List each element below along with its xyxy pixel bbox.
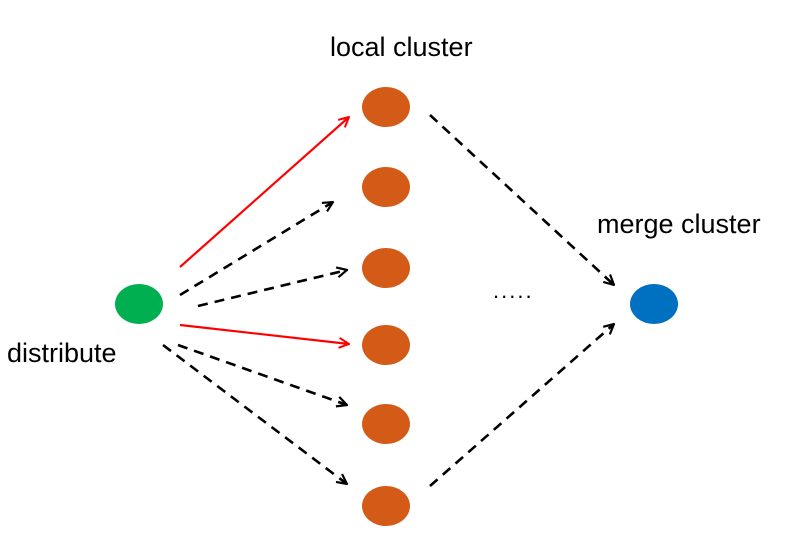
local-cluster-node-5 <box>362 404 410 444</box>
local-cluster-label: local cluster <box>330 32 473 62</box>
edge-local-1-merge <box>429 114 614 285</box>
ellipsis-indicator: ..... <box>493 278 534 303</box>
distribute-node <box>115 284 163 324</box>
merge-cluster-label: merge cluster <box>597 209 761 239</box>
edge-local-6-merge <box>429 324 614 487</box>
merge-cluster-node <box>630 284 678 324</box>
local-cluster-node-4 <box>362 325 410 365</box>
edge-distribute-local-5 <box>177 343 347 405</box>
edge-distribute-local-3 <box>197 270 347 308</box>
edge-distribute-local-4 <box>179 323 349 344</box>
local-cluster-node-2 <box>362 167 410 207</box>
local-cluster-node-3 <box>362 248 410 288</box>
local-cluster-node-6 <box>362 486 410 526</box>
edge-distribute-local-2 <box>179 202 333 297</box>
local-cluster-node-1 <box>362 87 410 127</box>
edge-distribute-local-1 <box>179 117 349 268</box>
edges-group <box>162 114 614 487</box>
edge-distribute-local-6 <box>162 343 347 484</box>
distribute-label: distribute <box>7 338 117 368</box>
